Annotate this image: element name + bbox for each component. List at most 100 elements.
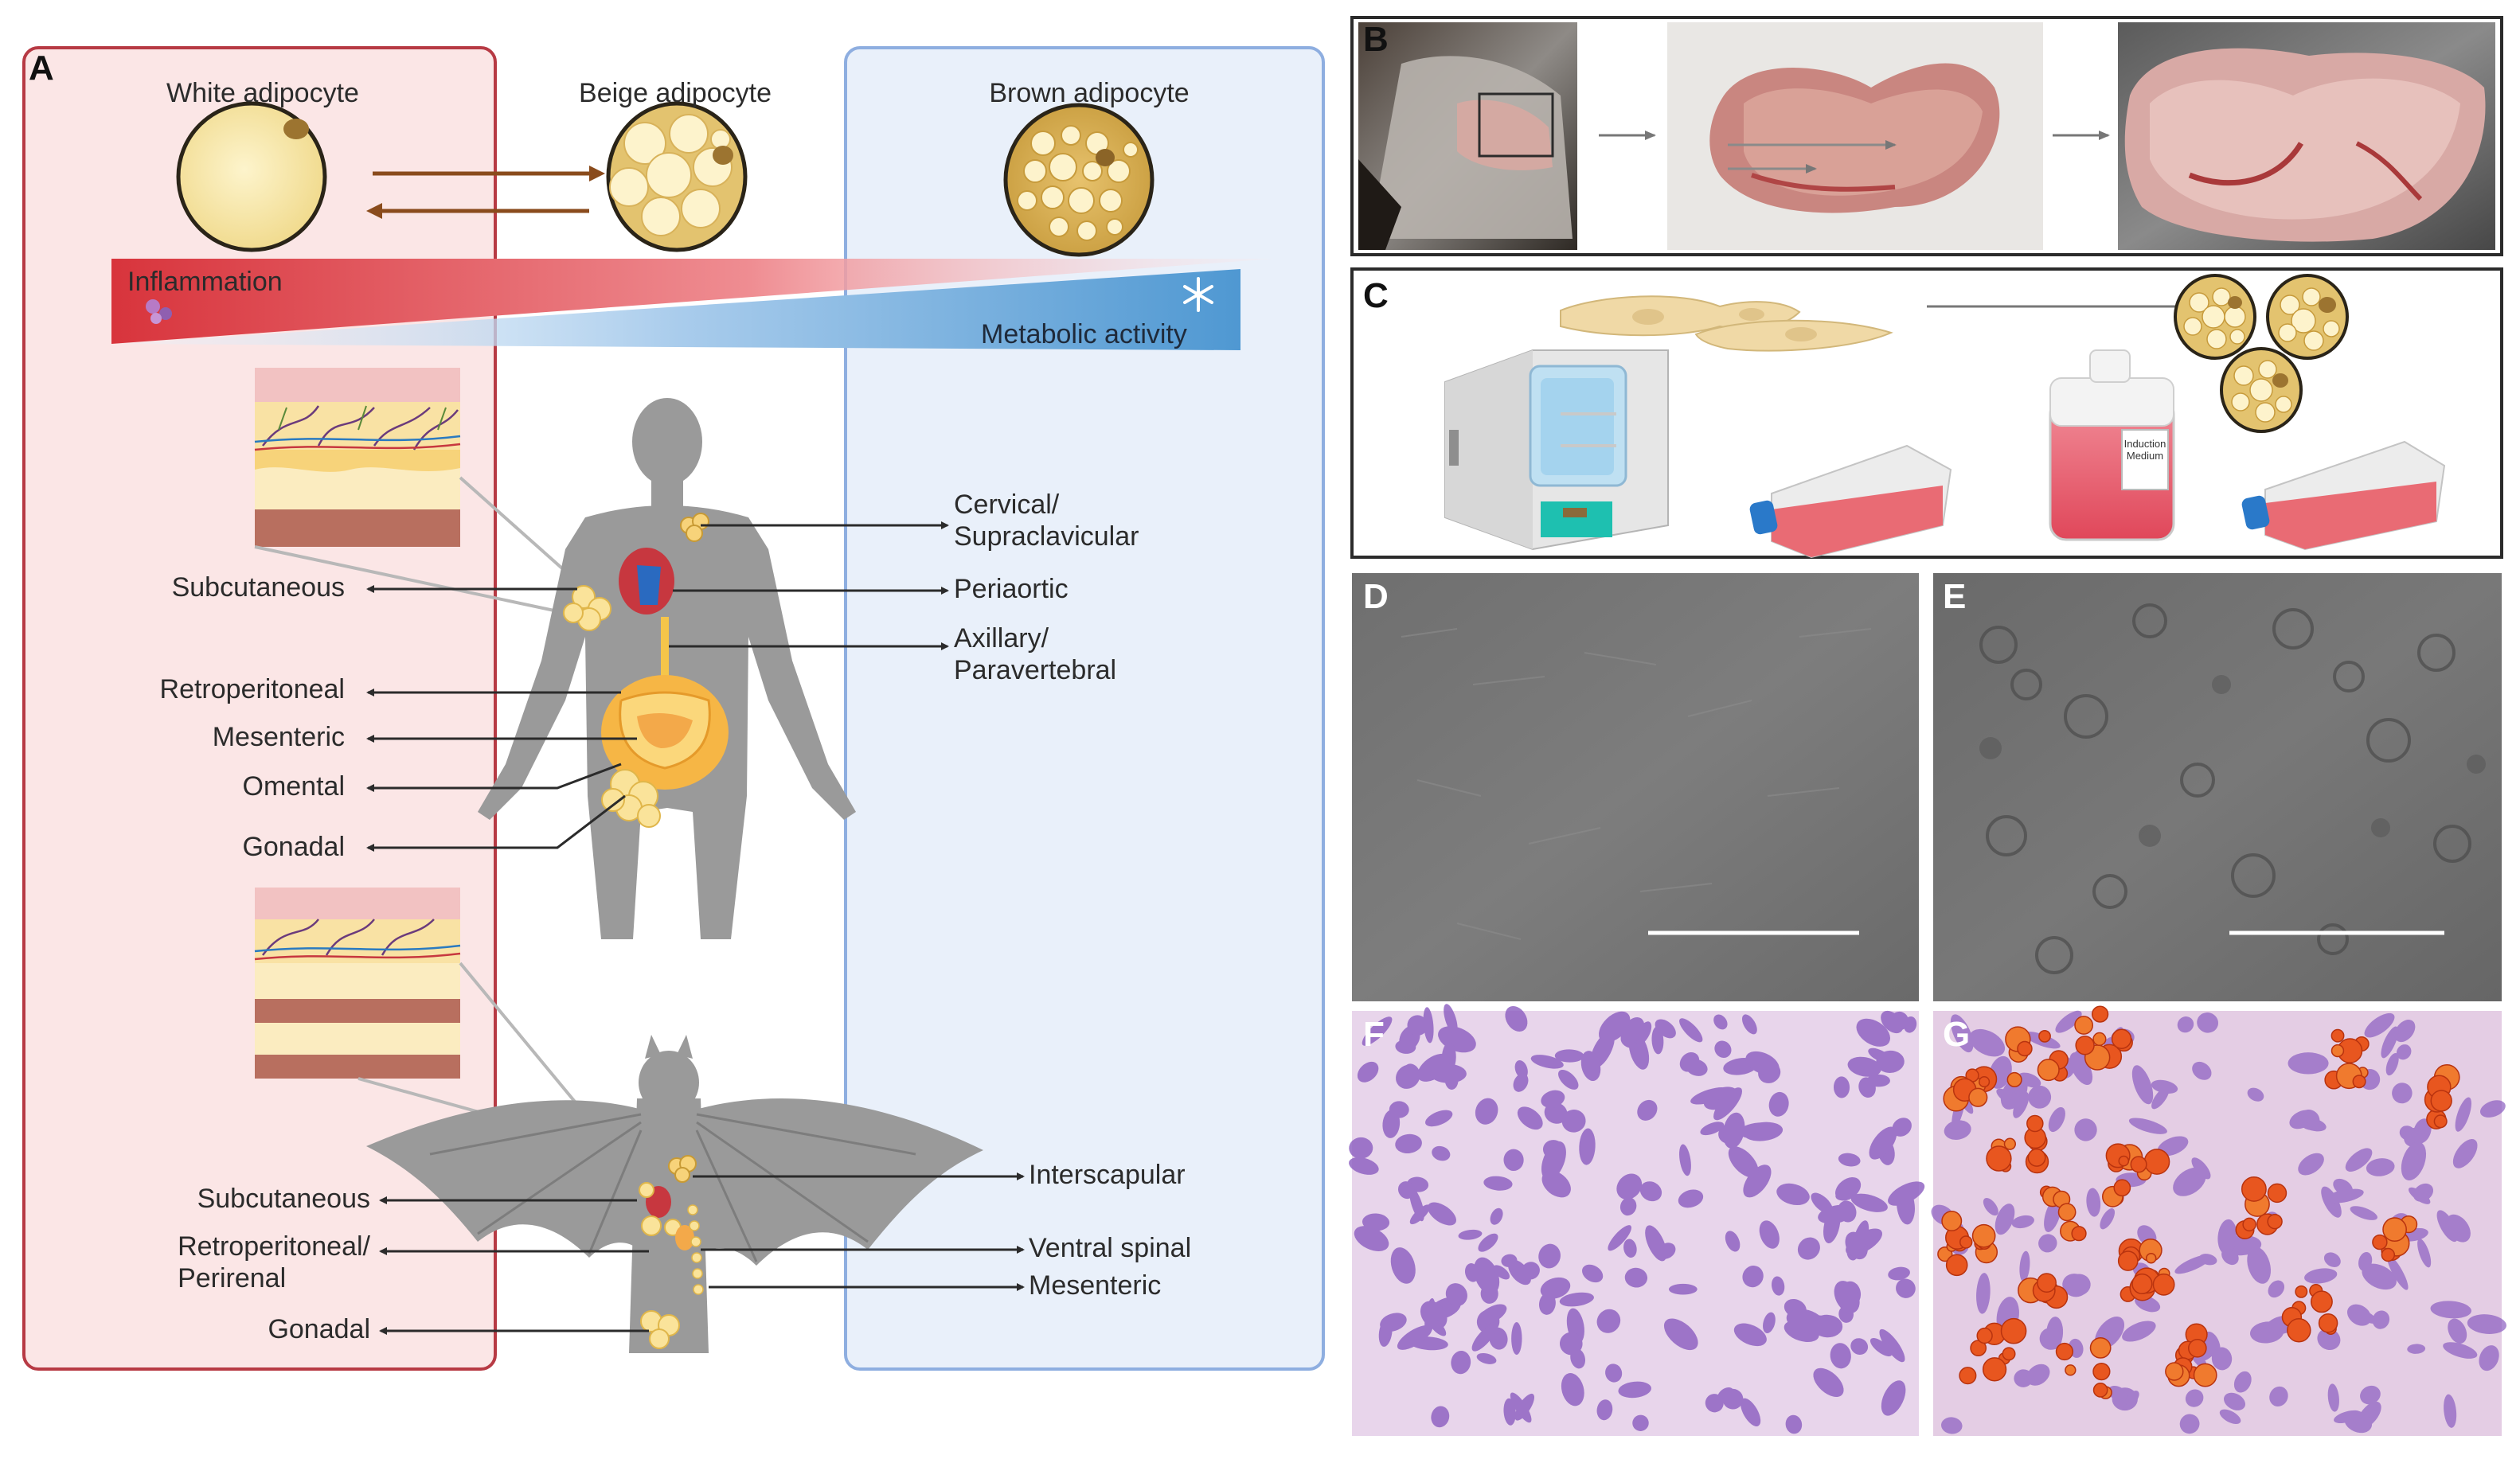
stained-nucleus — [1759, 1220, 1780, 1249]
stained-nucleus — [2185, 1389, 2204, 1407]
stained-nucleus — [1896, 1278, 1916, 1298]
stained-nucleus — [1503, 1149, 1524, 1172]
lipid-droplet — [1941, 1210, 1963, 1231]
lipid-droplet — [2065, 1364, 2077, 1376]
stained-nucleus — [2347, 1304, 2372, 1326]
stained-nucleus — [1561, 1373, 1584, 1406]
stained-nucleus — [1624, 1267, 1648, 1288]
stained-nucleus — [2401, 1141, 2427, 1180]
stained-nucleus — [1995, 1204, 2015, 1235]
lipid-droplet — [2152, 1273, 2175, 1296]
stained-nucleus — [2247, 1246, 2272, 1284]
stained-nucleus — [1559, 1332, 1583, 1356]
stained-nucleus — [1663, 1318, 1698, 1351]
stained-nucleus — [1431, 1406, 1450, 1428]
micrograph-e — [1933, 573, 2502, 1001]
stained-nucleus — [1599, 1011, 1631, 1043]
lipid-droplet — [2295, 1285, 2308, 1298]
panel-label-d: D — [1363, 577, 1389, 616]
stained-nucleus — [2362, 1263, 2397, 1290]
whitening-browning-arrows — [366, 166, 605, 219]
stained-nucleus — [1477, 1304, 1507, 1325]
stained-nucleus — [1632, 1414, 1649, 1431]
stained-nucleus — [1432, 1145, 1451, 1161]
stained-nucleus — [1390, 1247, 1416, 1284]
lipid-droplet — [2002, 1347, 2016, 1361]
stained-nucleus — [2157, 1136, 2189, 1157]
stained-nucleus — [1471, 1325, 1496, 1352]
stained-nucleus — [1541, 1141, 1566, 1180]
stained-nucleus — [1427, 1202, 1456, 1226]
stained-nucleus — [1530, 1055, 1564, 1069]
stained-nucleus — [2048, 1106, 2065, 1133]
panel-label-g: G — [1943, 1015, 1971, 1054]
stained-nucleus — [2174, 1254, 2212, 1274]
lipid-droplet — [1986, 1145, 2012, 1172]
lipid-droplet — [2131, 1273, 2153, 1295]
stained-nucleus — [2233, 1371, 2252, 1393]
stained-nucleus — [1763, 1312, 1776, 1333]
inflammation-gradient — [111, 259, 1274, 344]
stained-nucleus — [1856, 1018, 1891, 1047]
brown-adipose-zone — [844, 46, 1325, 1371]
stained-nucleus — [2100, 1208, 2116, 1230]
lipid-droplet — [2287, 1318, 2311, 1343]
stained-nucleus — [1813, 1367, 1844, 1397]
stained-nucleus — [1786, 1309, 1825, 1334]
stained-nucleus — [1490, 1207, 1503, 1225]
stained-nucleus — [1869, 1338, 1893, 1357]
stained-nucleus — [2269, 1386, 2288, 1407]
white-adipocyte-title: White adipocyte — [166, 78, 359, 108]
stained-nucleus — [2217, 1219, 2237, 1254]
lipid-droplet — [2242, 1217, 2256, 1232]
stained-nucleus — [2366, 1158, 2395, 1176]
lipid-droplet — [2143, 1149, 2170, 1175]
stained-nucleus — [1397, 1181, 1416, 1200]
dissection-photo-1 — [1358, 22, 1577, 250]
lipid-droplet — [2165, 1362, 2184, 1381]
lipid-droplet — [2241, 1176, 2267, 1202]
lipid-droplet — [2027, 1148, 2046, 1167]
human-label-subcutaneous: Subcutaneous — [171, 572, 345, 603]
stained-nucleus — [2038, 1234, 2057, 1253]
bat-right-connectors — [693, 1172, 1025, 1291]
stained-nucleus — [2364, 1012, 2395, 1038]
stained-nucleus — [1772, 1276, 1785, 1296]
stained-nucleus — [2211, 1347, 2233, 1371]
stained-nucleus — [1618, 1381, 1651, 1399]
brown-adipocyte-icon — [1003, 103, 1155, 257]
stained-nucleus — [1616, 1173, 1643, 1200]
preadipocyte-cells — [1560, 295, 1893, 352]
stained-nucleus — [2173, 1167, 2206, 1196]
stained-nucleus — [1559, 1292, 1594, 1307]
dissection-photo-3 — [2118, 22, 2495, 250]
beige-adipocyte-title: Beige adipocyte — [579, 78, 772, 108]
stained-nucleus — [1743, 1165, 1772, 1198]
lipid-droplet — [1959, 1235, 1973, 1249]
stained-nucleus — [1503, 1398, 1516, 1426]
stained-nucleus — [1888, 1181, 1925, 1206]
stained-nucleus — [1834, 1281, 1860, 1313]
stained-nucleus — [2444, 1394, 2457, 1428]
stained-nucleus — [1733, 1323, 1767, 1347]
stained-nucleus — [2317, 1328, 2341, 1351]
stained-nucleus — [1423, 1007, 1434, 1044]
stained-nucleus — [1464, 1263, 1479, 1282]
stained-nucleus — [1881, 1010, 1904, 1034]
stained-nucleus — [2443, 1342, 2478, 1359]
lipid-droplet — [2006, 1071, 2022, 1087]
stained-nucleus — [1378, 1318, 1393, 1347]
induction-medium-bottle-icon — [2049, 349, 2175, 541]
bat-label-ventral-spinal: Ventral spinal — [1029, 1233, 1192, 1263]
stained-nucleus — [1940, 1417, 1963, 1434]
stained-nucleus — [1679, 1144, 1691, 1176]
lipid-droplet — [1945, 1254, 1968, 1277]
stained-nucleus — [1852, 1220, 1869, 1257]
white-adipocyte-icon — [176, 101, 327, 252]
stained-nucleus — [2385, 1052, 2399, 1076]
lipid-droplet — [2092, 1032, 2107, 1047]
stained-nucleus — [2288, 1052, 2329, 1075]
lipid-droplet — [2381, 1247, 2396, 1262]
bat-label-interscapular: Interscapular — [1029, 1160, 1186, 1190]
lipid-droplet — [2267, 1183, 2288, 1204]
